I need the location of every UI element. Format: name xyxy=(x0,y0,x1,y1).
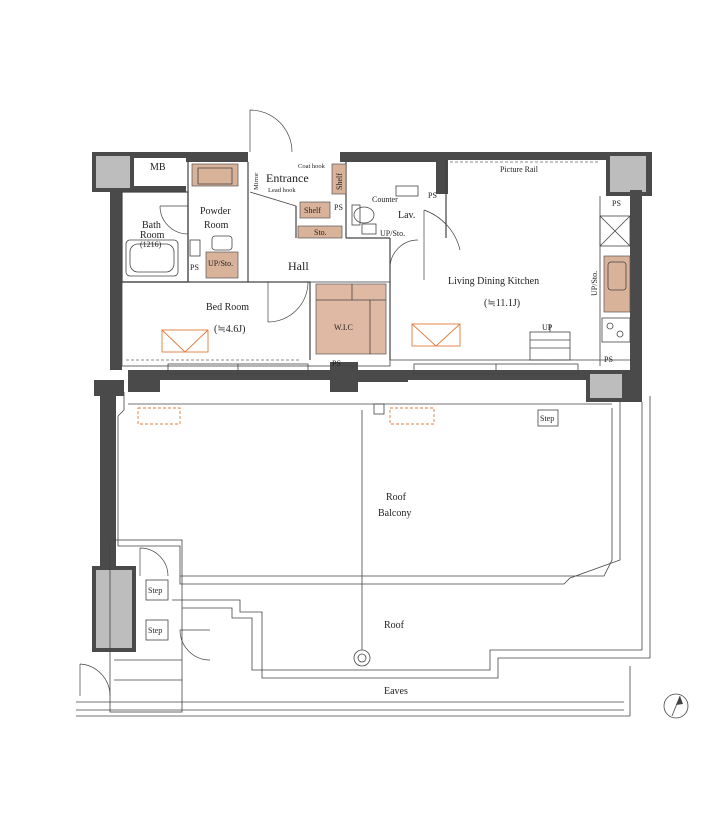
ps-bottom-right-label: PS xyxy=(604,355,613,364)
step-label-2: Step xyxy=(148,586,162,595)
sto-hall-label: Sto. xyxy=(314,228,327,237)
roof-balcony-label-1: Roof xyxy=(386,492,407,503)
ps-top-label: PS xyxy=(428,191,437,200)
lead-hook-label: Lead hook xyxy=(268,187,296,194)
shelf-entrance-label: Shelf xyxy=(304,206,321,215)
balcony-roof xyxy=(76,392,651,717)
ldk-label: Living Dining Kitchen xyxy=(448,276,539,287)
windows xyxy=(167,363,579,375)
bath-room-size-label: (1216) xyxy=(140,240,162,249)
step-label-1: Step xyxy=(540,414,554,423)
ps-bedroom-label: PS xyxy=(332,359,341,368)
powder-room-label-2: Room xyxy=(204,220,229,231)
up-ldk-label: UP xyxy=(542,323,553,332)
up-sto-kitchen-label: UP/Sto. xyxy=(590,271,599,296)
ps-entrance-label: PS xyxy=(334,203,343,212)
exterior-walls xyxy=(92,152,652,652)
roof-balcony-label-2: Balcony xyxy=(378,508,411,519)
north-arrow-icon xyxy=(663,693,689,719)
lav-label: Lav. xyxy=(398,210,415,221)
toilet-icon xyxy=(351,204,375,226)
ps-right-label: PS xyxy=(612,199,621,208)
wic-label: W.I.C xyxy=(334,323,353,332)
hall-label: Hall xyxy=(288,259,309,273)
picture-rail-label: Picture Rail xyxy=(500,165,539,174)
counter-label: Counter xyxy=(372,195,398,204)
ps-bath-label: PS xyxy=(190,263,199,272)
stove-icon xyxy=(601,317,631,343)
step-label-3: Step xyxy=(148,626,162,635)
entrance-label: Entrance xyxy=(266,171,309,185)
up-sto-lav-label: UP/Sto. xyxy=(380,229,405,238)
bath-room-label-2: Room xyxy=(140,230,165,241)
shelf-vertical-label: Shelf xyxy=(335,173,344,190)
ldk-size-label: (≒11.1J) xyxy=(484,298,520,309)
mirror-label: Mirror xyxy=(253,172,260,190)
powder-room-label-1: Powder xyxy=(200,206,231,217)
bath-room-label-1: Bath xyxy=(142,220,161,231)
roof-drain-icon xyxy=(353,649,371,667)
bed-room-label: Bed Room xyxy=(206,302,249,313)
coat-hook-label: Coat hook xyxy=(298,163,326,170)
fixtures xyxy=(125,163,631,425)
labels: MB Entrance Coat hook Lead hook Mirror S… xyxy=(140,162,621,697)
roof-label: Roof xyxy=(384,620,405,631)
eaves-label: Eaves xyxy=(384,686,408,697)
bed-room-size-label: (≒4.6J) xyxy=(214,324,245,335)
mb-label: MB xyxy=(150,162,166,173)
sink-icon xyxy=(607,261,627,291)
up-sto-powder-label: UP/Sto. xyxy=(208,259,233,268)
doors xyxy=(79,109,461,697)
